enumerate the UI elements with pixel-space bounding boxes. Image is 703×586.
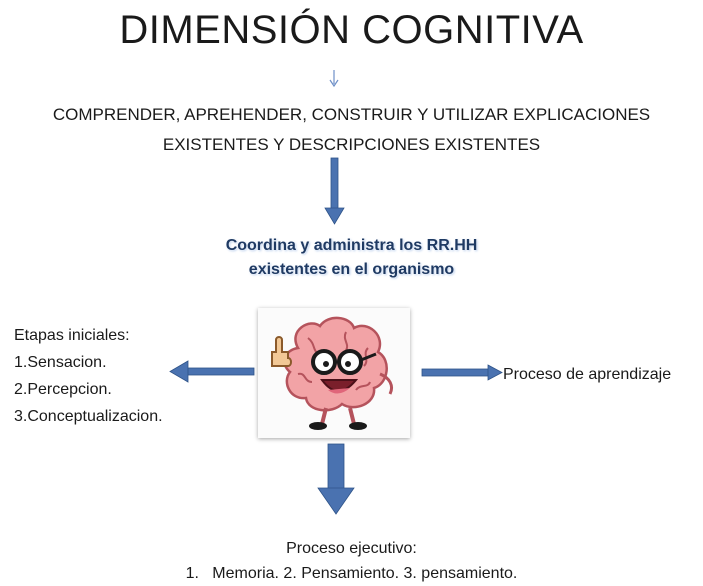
top-down-arrow-shaft — [330, 157, 339, 211]
center-heading-line-2: existentes en el organismo — [248, 261, 455, 278]
executive-process-node: Proceso ejecutivo: 1. Memoria. 2. Pensam… — [0, 536, 703, 586]
right-arrow-head — [487, 364, 503, 381]
initial-stage-item: 2.Percepcion. — [14, 381, 112, 398]
executive-process-items: 1. Memoria. 2. Pensamiento. 3. pensamien… — [185, 565, 518, 582]
top-concept-line-1: COMPRENDER, APREHENDER, CONSTRUIR Y UTIL… — [52, 105, 651, 124]
brain-image — [258, 308, 410, 438]
left-arrow-shaft — [185, 367, 255, 376]
initial-stages-heading: Etapas iniciales: — [14, 327, 130, 344]
bottom-down-arrow-head — [317, 487, 355, 515]
top-concept-line-2: EXISTENTES Y DESCRIPCIONES EXISTENTES — [162, 135, 541, 154]
initial-stage-item: 1.Sensacion. — [14, 354, 107, 371]
initial-stage-item: 3.Conceptualizacion. — [14, 408, 163, 425]
title-arrow-head — [329, 79, 339, 88]
top-down-arrow-head — [324, 207, 345, 225]
executive-process-heading: Proceso ejecutivo: — [286, 540, 417, 557]
center-heading: Coordina y administra los RR.HH existent… — [0, 234, 703, 282]
right-arrow-shaft — [421, 368, 491, 377]
learning-process-node: Proceso de aprendizaje — [503, 366, 672, 383]
brain-thumbs-up-icon — [271, 316, 394, 430]
diagram-title: DIMENSIÓN COGNITIVA — [119, 8, 584, 52]
center-heading-line-1: Coordina y administra los RR.HH — [225, 237, 478, 254]
initial-stages-node: Etapas iniciales: 1.Sensacion. 2.Percepc… — [14, 322, 163, 430]
top-concept-text: COMPRENDER, APREHENDER, CONSTRUIR Y UTIL… — [0, 100, 703, 160]
bottom-down-arrow-shaft — [327, 443, 345, 491]
left-arrow-head — [169, 360, 189, 383]
